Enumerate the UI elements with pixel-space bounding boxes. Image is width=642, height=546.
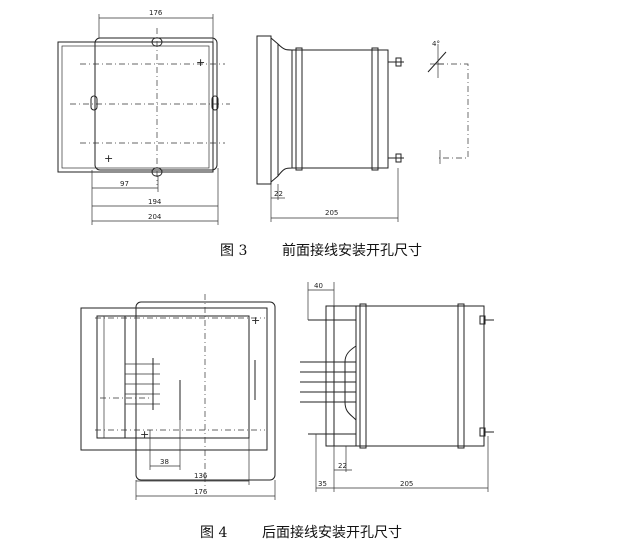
fig4-dim-small: 38 (160, 458, 169, 466)
fig4-dim-inner: 136 (194, 472, 208, 480)
fig3-dim-top: 176 (149, 9, 163, 17)
fig4-rear-view: + + (80, 294, 276, 500)
fig4-dim-lead: 35 (318, 480, 327, 488)
fig3-dim-outer: 204 (148, 213, 162, 221)
figure4-title: 后面接线安装开孔尺寸 (262, 525, 402, 541)
fig3-front-view: + + (57, 14, 230, 225)
fig3-dim-inner: 194 (148, 198, 162, 206)
fig4-dim-top: 40 (314, 282, 323, 290)
fig4-dim-depth: 205 (400, 480, 413, 488)
fig3-dim-angle: 4° (432, 40, 440, 48)
fig3-side-view (256, 35, 404, 222)
fig4-side-view (300, 282, 494, 492)
fig3-dim-offset: 97 (120, 180, 129, 188)
figure3-number: 图 3 (220, 243, 248, 259)
fig4-dim-flange: 22 (338, 462, 347, 470)
fig3-dim-depth: 205 (325, 209, 338, 217)
svg-text:+: + (196, 56, 205, 69)
fig3-panel-section (427, 44, 469, 164)
fig3-dim-flange: 22 (274, 190, 283, 198)
figure3-caption: 图 3 前面接线安装开孔尺寸 (220, 240, 422, 260)
svg-text:+: + (140, 428, 149, 441)
svg-text:+: + (104, 152, 113, 165)
svg-text:+: + (251, 314, 260, 327)
figure4-number: 图 4 (200, 525, 228, 541)
figure4-caption: 图 4 后面接线安装开孔尺寸 (200, 522, 402, 542)
figure3-title: 前面接线安装开孔尺寸 (282, 243, 422, 259)
fig4-dim-outer: 176 (194, 488, 208, 496)
